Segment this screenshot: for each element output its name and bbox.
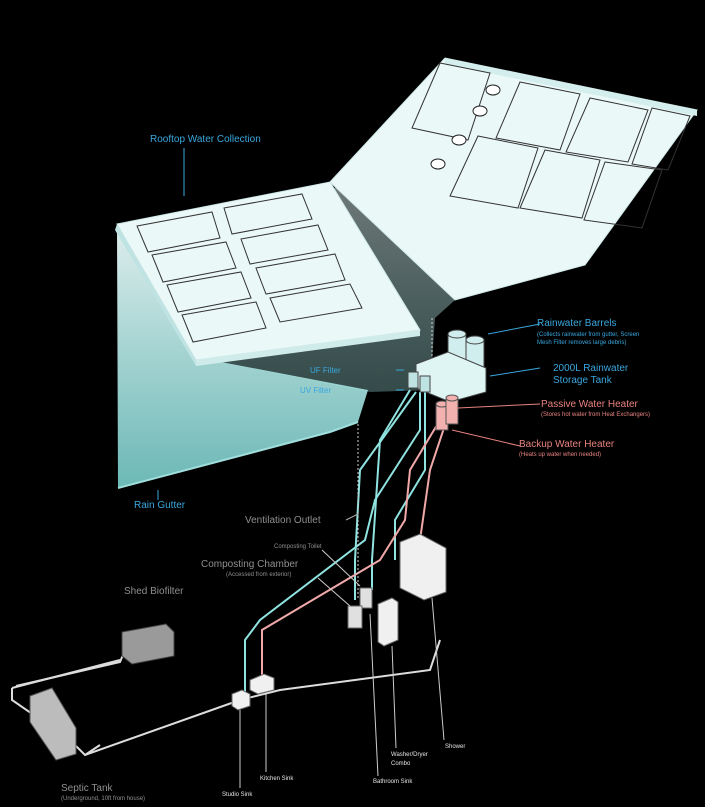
roof-left (115, 181, 421, 366)
septic-tank (29, 687, 77, 761)
studio-sink (231, 689, 251, 711)
ventilation-lines (357, 318, 433, 600)
label-kitchen-sink: Kitchen Sink (260, 776, 294, 782)
label-passive-heater-desc: (Stores hot water from Heat Exchangers) (541, 412, 650, 418)
label-uv-filter: UV Filter (300, 386, 331, 395)
label-rooftop: Rooftop Water Collection (150, 134, 261, 145)
washer-dryer (377, 597, 399, 647)
label-shed-biofilter: Shed Biofilter (124, 586, 184, 597)
roof-right (329, 57, 698, 301)
label-composting-chamber: Composting Chamber (201, 559, 299, 570)
hot-water-heaters (435, 394, 459, 431)
label-backup-heater: Backup Water Heater (519, 439, 615, 450)
label-bathroom-sink: Bathroom Sink (373, 779, 413, 785)
label-storage-tank-1: 2000L Rainwater (553, 363, 629, 374)
water-pipes (244, 389, 426, 700)
label-rainwater-barrels-desc1: (Collects rainwater from gutter, Screen (537, 332, 639, 338)
shower-stall (399, 533, 447, 601)
kitchen-sink (249, 673, 275, 695)
solar-panels-left (136, 193, 363, 343)
label-backup-heater-desc: (Heats up water when needed) (519, 452, 601, 458)
label-uf-filter: UF Filter (310, 366, 341, 375)
uf-uv-filters (407, 371, 431, 393)
label-passive-heater: Passive Water Heater (541, 399, 639, 410)
label-rain-gutter: Rain Gutter (134, 500, 186, 511)
label-composting-toilet: Composting Toilet (274, 544, 322, 550)
composting-toilet (347, 587, 373, 629)
gutter-edge (117, 421, 359, 489)
label-studio-sink: Studio Sink (222, 792, 253, 798)
label-septic-tank-desc: (Underground, 10ft from house) (61, 796, 145, 802)
label-washer-2: Combo (391, 761, 411, 767)
label-shower: Shower (445, 744, 465, 750)
label-septic-tank: Septic Tank (61, 783, 114, 794)
label-ventilation: Ventilation Outlet (245, 515, 321, 526)
label-rainwater-barrels: Rainwater Barrels (537, 318, 616, 329)
rain-curtain-left (117, 228, 368, 488)
label-storage-tank-2: Storage Tank (553, 375, 613, 386)
leader-lines (157, 148, 541, 788)
labels: Rooftop Water Collection Rain Gutter Rai… (61, 134, 650, 802)
solar-panels-right (411, 62, 691, 229)
label-composting-chamber-desc: (Accessed from exterior) (226, 572, 291, 578)
label-rainwater-barrels-desc2: Mesh Filter removes large debris) (537, 340, 626, 346)
roof-vents (430, 84, 501, 170)
label-washer-1: Washer/Dryer (391, 752, 428, 758)
shed-biofilter (121, 623, 175, 665)
